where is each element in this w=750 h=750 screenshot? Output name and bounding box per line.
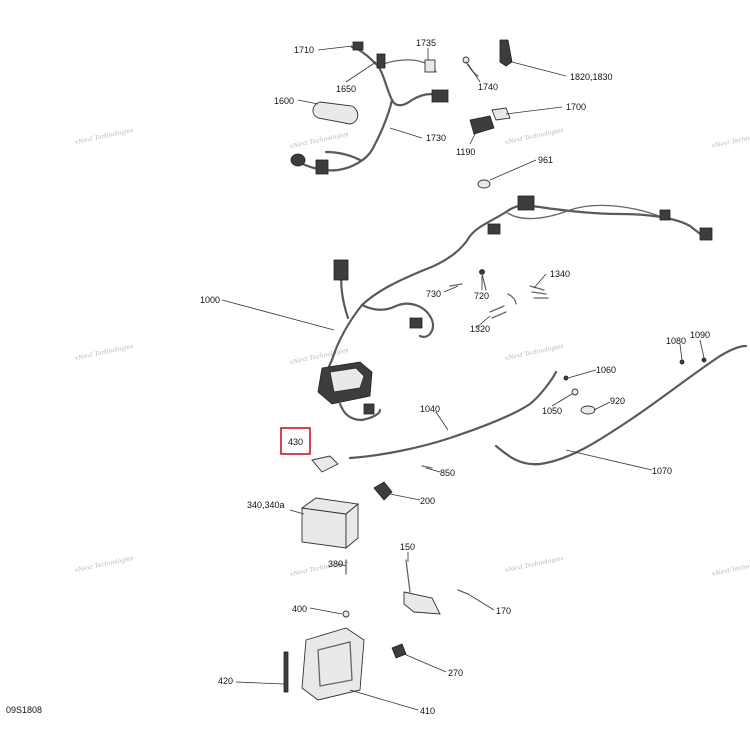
connector-1735 (424, 59, 436, 73)
callout-1820-1830: 1820,1830 (570, 72, 613, 82)
part-1080 (679, 359, 685, 365)
strap-420 (283, 651, 289, 693)
watermark: vNext Technologies (711, 558, 750, 577)
callout-1190: 1190 (456, 147, 475, 157)
watermarks: vNext Technologies vNext Technologies vN… (74, 127, 750, 578)
leader-lines (221, 45, 705, 711)
part-1600 (312, 101, 359, 125)
callout-170: 170 (496, 606, 511, 616)
part-200 (373, 481, 393, 501)
callout-1340: 1340 (550, 269, 570, 279)
callout-1710: 1710 (294, 45, 314, 55)
callout-1600: 1600 (274, 96, 294, 106)
fuse-box-cover (329, 367, 365, 393)
part-1060 (563, 375, 569, 381)
callout-1060: 1060 (596, 365, 616, 375)
bracket-430 (311, 455, 339, 473)
watermark: vNext Technologies (504, 127, 564, 146)
connector-harness-lower (315, 159, 329, 175)
part-1050 (571, 388, 579, 396)
callout-1735: 1735 (416, 38, 436, 48)
connector (487, 223, 501, 235)
callout-850: 850 (440, 468, 455, 478)
callout-1000: 1000 (200, 295, 220, 305)
callout-410: 410 (420, 706, 435, 716)
callout-150: 150 (400, 542, 415, 552)
callout-1050: 1050 (542, 406, 562, 416)
callout-1090: 1090 (690, 330, 710, 340)
battery-front (301, 507, 347, 549)
watermark: vNext Technologies (74, 127, 134, 146)
washer-400 (342, 610, 350, 618)
callout-730: 730 (426, 289, 441, 299)
relay-block (333, 259, 349, 281)
watermark: vNext Technologies (711, 130, 750, 149)
callout-labels: 1710 1735 1650 1740 1820,1830 1600 1700 … (200, 38, 710, 716)
callout-1730: 1730 (426, 133, 446, 143)
grommet (290, 153, 306, 167)
part-1700 (491, 107, 511, 121)
callout-380: 380 (328, 559, 343, 569)
cables-right (348, 344, 748, 466)
ring-920 (580, 405, 596, 415)
callout-420: 420 (218, 676, 233, 686)
module-150 (403, 591, 441, 615)
callout-340-340a: 340,340a (247, 500, 285, 510)
connector (517, 195, 535, 211)
callout-920: 920 (610, 396, 625, 406)
connector-harness (431, 89, 449, 103)
ring-961 (477, 179, 491, 189)
part-1090 (701, 357, 707, 363)
battery-tray-410 (301, 627, 365, 701)
watermark: vNext Technologies (289, 131, 349, 150)
callout-270: 270 (448, 668, 463, 678)
highlight-box-430 (280, 427, 311, 455)
callout-961: 961 (538, 155, 553, 165)
callout-1740: 1740 (478, 82, 498, 92)
upper-harness-1730 (290, 39, 513, 175)
callout-1320: 1320 (470, 324, 490, 334)
watermark: vNext Technologies (74, 555, 134, 574)
connector (659, 209, 671, 221)
part-1820 (499, 39, 513, 67)
main-harness-1000 (317, 179, 713, 422)
callout-1650: 1650 (336, 84, 356, 94)
callout-1080: 1080 (666, 336, 686, 346)
watermark: vNext Technologies (504, 343, 564, 362)
callout-200: 200 (420, 496, 435, 506)
part-1190 (469, 115, 495, 135)
watermark: vNext Technologies (74, 343, 134, 362)
watermark: vNext Technologies (289, 347, 349, 366)
battery-side (345, 503, 359, 549)
connector (699, 227, 713, 241)
connector (363, 403, 375, 415)
connector-1650 (376, 53, 386, 69)
callout-1700: 1700 (566, 102, 586, 112)
callout-1040: 1040 (420, 404, 440, 414)
callout-400: 400 (292, 604, 307, 614)
watermark: vNext Technologies (504, 555, 564, 574)
callout-430: 430 (288, 437, 303, 447)
connector-1710 (352, 41, 364, 51)
connector (409, 317, 423, 329)
diagram-code: 09S1808 (6, 705, 42, 715)
lower-parts (283, 455, 469, 701)
part-270 (391, 643, 407, 659)
callout-720: 720 (474, 291, 489, 301)
callout-1070: 1070 (652, 466, 672, 476)
